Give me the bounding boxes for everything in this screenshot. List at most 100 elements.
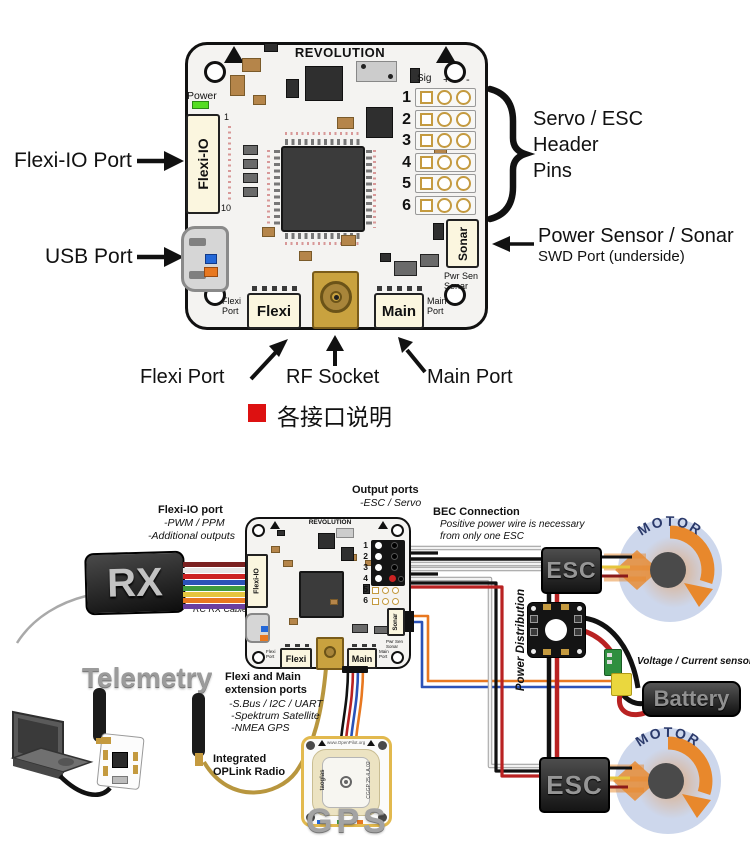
orientation-arrow-icon [378,521,388,529]
mini-row-number: 6 [363,595,368,605]
motor-bottom: MOTOR [610,724,721,834]
servo-row-number: 2 [402,110,411,128]
pdb-pad-gold [561,604,569,610]
mini-servo-row-empty [372,587,399,594]
antenna-left-base [96,738,103,744]
pdb-hole [531,649,536,654]
mini-flexi-label: Flexi [285,653,307,664]
servo-row: 1 [395,88,476,107]
servo-row: 2 [395,110,476,129]
flexi-io-note-title: Flexi-IO port [158,504,223,516]
mcu-chip [281,146,365,232]
sig-label: Sig [417,73,432,84]
plug-pin [391,542,398,549]
orientation-arrow-icon [224,46,244,63]
main-connector: Main [374,293,424,329]
flexi-port-arrow [249,339,288,381]
flexi-io-note-1: -PWM / PPM [164,517,225,529]
mount-hole [252,524,265,537]
mount-hole [391,524,404,537]
mini-row-number: 4 [363,573,368,583]
servo-row: 5 [395,174,476,193]
pdb-pad-gold [561,649,569,655]
power-led [192,101,209,109]
bec-line-2: from only one ESC [440,531,524,542]
gps-label: GPS [306,802,390,840]
gps-part-label: CGGP 25.4.A.02 [366,761,372,799]
mcu-pins [285,139,361,145]
rx-label: RX [106,559,164,606]
mount-hole [391,651,404,664]
main-port-arrow [398,337,427,374]
power-distribution-label: Power Distribution [515,588,527,692]
main-connector-label: Main [381,302,417,320]
plug-pin [389,575,396,582]
servo-row-number: 1 [402,88,411,106]
rf-socket-arrow [326,335,344,366]
mini-flexi-io-connector: Flexi-IO [246,554,268,608]
mini-main-label: Main [351,653,373,664]
pcb-pad [103,766,108,776]
gps-patch-pin [340,776,352,788]
telemetry-usb-cable [58,774,112,797]
gps-hole [378,813,387,822]
plug-pin [375,542,382,549]
swd-port-label: SWD Port (underside) [538,248,685,265]
usb-port-label: USB Port [45,245,133,268]
gps-hole [378,741,387,750]
rc-rx-cable-label: RC RX Cable [193,604,248,614]
gps-brand-label: taoglas [320,769,326,791]
pdb-center-hole [545,619,567,641]
ext-ports-title-2: extension ports [225,684,307,696]
pdb-pad-gold [543,649,551,655]
mini-flexi-connector: Flexi [280,648,312,669]
plug-pin [375,575,382,582]
mini-row-number: 1 [363,540,368,550]
pdb-pad [574,628,582,636]
ext-ports-line-1: -S.Bus / I2C / UART [229,698,323,710]
mcu-pins [366,150,372,228]
motor-top: MOTOR [604,513,722,622]
sensor-pad [607,653,612,657]
esc-top: ESC [541,547,602,594]
antenna-right-base [195,753,203,766]
plug-pin [391,564,398,571]
rf-socket-label: RF Socket [286,366,380,388]
gps-wires [339,667,365,741]
oplink-title-1: Integrated [213,753,267,765]
telemetry-label: Telemetry [82,662,213,693]
pdb-pad-gold [543,604,551,610]
usb-pad [189,271,206,279]
gps-cable-plug [342,666,368,673]
pin-10-label: 10 [221,203,232,213]
esc-motor-wires [601,555,632,789]
flexi-connector-label: Flexi [256,302,292,320]
output-ports-title: Output ports [352,484,419,496]
plus-label: + [443,74,450,86]
ext-ports-title-1: Flexi and Main [225,671,301,683]
usb-arrow [137,247,184,267]
output-wires-top-esc [405,545,541,576]
gps-hole [306,741,315,750]
pcb-pad [133,765,138,774]
sonar-connector-label: Sonar [455,226,470,261]
ext-ports-line-3: -NMEA GPS [231,722,290,734]
esc-bottom: ESC [539,757,610,813]
orientation-arrow-icon [436,46,456,63]
esc-top-label: ESC [546,557,597,583]
rx-antenna-wire [15,594,87,644]
sensor-connector [611,673,632,696]
mini-row-number: 3 [363,562,368,572]
caption-text: 各接口说明 [277,404,392,430]
output-ports-sub: -ESC / Servo [360,497,422,509]
servo-row-number: 6 [402,196,411,214]
mini-flexi-io-label: Flexi-IO [253,568,261,594]
bec-line-1: Positive power wire is necessary [440,519,585,530]
mount-hole [252,651,265,664]
sensor-pad [607,660,612,664]
